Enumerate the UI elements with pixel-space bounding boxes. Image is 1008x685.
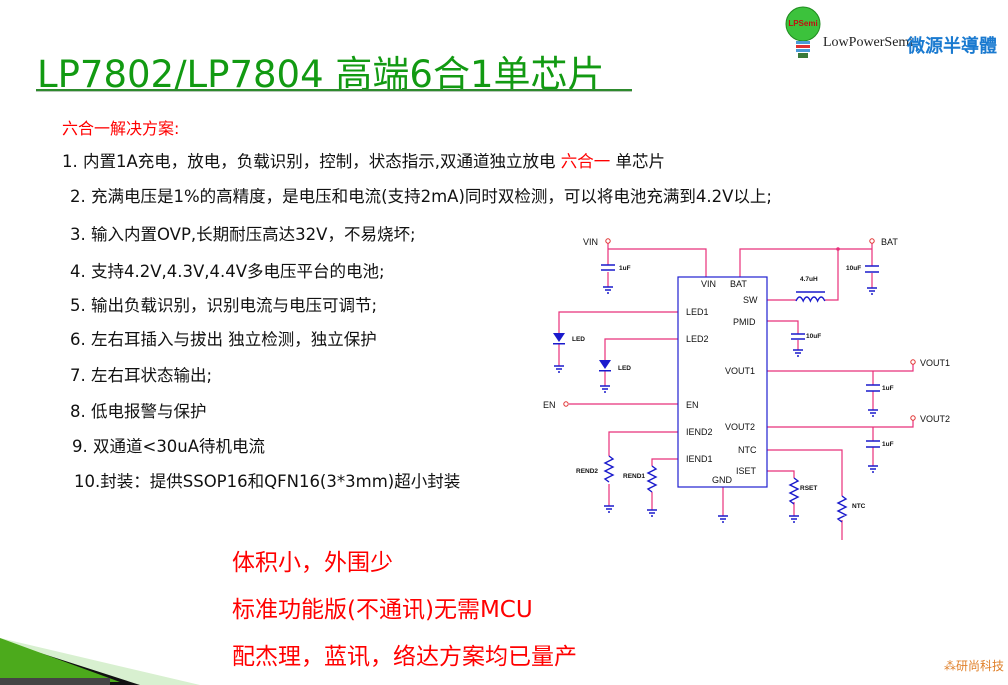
led-icons: [553, 333, 611, 372]
label-inductor: 4.7uH: [800, 276, 818, 283]
page-title: LP7802/LP7804 高端6合1单芯片: [37, 53, 605, 96]
brand-icon: ⁂: [944, 659, 956, 673]
lightbulb-logo-icon: LPSemi: [785, 6, 821, 58]
label-c-pmid: 10uF: [806, 333, 821, 340]
feature-item-6: 6. 左右耳插入与拔出 独立检测，独立保护: [70, 330, 377, 349]
pin-gnd: GND: [712, 475, 733, 485]
label-rset: RSET: [800, 485, 817, 492]
ic-body: [677, 276, 768, 488]
feature-item-7: 7. 左右耳状态输出;: [70, 366, 213, 385]
pin-iset: ISET: [736, 466, 757, 476]
label-ntc: NTC: [852, 503, 866, 510]
logo-cn-name: 微源半導體: [907, 36, 997, 57]
pin-vout2: VOUT2: [725, 422, 755, 432]
logo-name: LowPowerSemi: [823, 35, 914, 50]
pin-vout1: VOUT1: [725, 366, 755, 376]
feature-item-5: 5. 输出负载识别，识别电流与电压可调节;: [70, 296, 378, 315]
title-underline: [36, 89, 632, 91]
pin-led1: LED1: [686, 307, 709, 317]
label-c-bat: 10uF: [846, 265, 861, 272]
pin-bat: BAT: [730, 279, 747, 289]
feature-item-2: 2. 充满电压是1%的高精度，是电压和电流(支持2mA)同时双检测，可以将电池充…: [70, 187, 772, 206]
feature-item-9: 9. 双通道<30uA待机电流: [72, 437, 266, 456]
feature-item-10: 10.封装：提供SSOP16和QFN16(3*3mm)超小封装: [74, 472, 461, 491]
pin-ntc: NTC: [738, 445, 757, 455]
pin-led2: LED2: [686, 334, 709, 344]
label-c-vout2: 1uF: [882, 441, 894, 448]
pin-iend1: IEND1: [686, 454, 713, 464]
pin-sw: SW: [743, 295, 758, 305]
label-c-vout1: 1uF: [882, 385, 894, 392]
feature-item-3: 3. 输入内置OVP,长期耐压高达32V，不易烧坏;: [70, 225, 416, 244]
label-rend1: REND1: [623, 473, 645, 480]
feature-highlight: 六合一: [560, 152, 611, 171]
section-heading: 六合一解决方案:: [62, 119, 180, 138]
feature-item-4: 4. 支持4.2V,4.3V,4.4V多电压平台的电池;: [70, 262, 385, 281]
label-led1: LED: [572, 336, 585, 343]
title-underline-shadow: [36, 91, 632, 92]
components: [554, 264, 880, 523]
feature-text: 1. 内置1A充电，放电，负载识别，控制，状态指示,双通道独立放电: [62, 152, 561, 171]
terminals: [563, 238, 916, 421]
pin-vin: VIN: [701, 279, 716, 289]
pin-pmid: PMID: [733, 317, 756, 327]
logo-badge: LPSemi: [788, 19, 817, 28]
highlight-1: 体积小，外围少: [232, 550, 393, 576]
label-led2: LED: [618, 365, 631, 372]
terminal-bat: BAT: [881, 237, 898, 247]
highlight-3: 配杰理，蓝讯，络达方案均已量产: [232, 644, 577, 670]
footer-brand: ⁂研尚科技: [944, 657, 1004, 674]
terminal-vout1: VOUT1: [920, 358, 950, 368]
terminal-en: EN: [543, 400, 556, 410]
pin-iend2: IEND2: [686, 427, 713, 437]
label-c-vin: 1uF: [619, 265, 631, 272]
pin-en: EN: [686, 400, 699, 410]
feature-item-1: 1. 内置1A充电，放电，负载识别，控制，状态指示,双通道独立放电 六合一 单芯…: [62, 148, 665, 172]
feature-item-8: 8. 低电报警与保护: [70, 402, 207, 421]
corner-decoration: [0, 638, 200, 685]
wires: [558, 241, 914, 540]
footer-brand-text: 研尚科技: [956, 659, 1005, 673]
highlight-2: 标准功能版(不通讯)无需MCU: [232, 597, 533, 623]
label-rend2: REND2: [576, 468, 598, 475]
terminal-vin: VIN: [583, 237, 598, 247]
feature-tail: 单芯片: [610, 152, 666, 171]
terminal-vout2: VOUT2: [920, 414, 950, 424]
